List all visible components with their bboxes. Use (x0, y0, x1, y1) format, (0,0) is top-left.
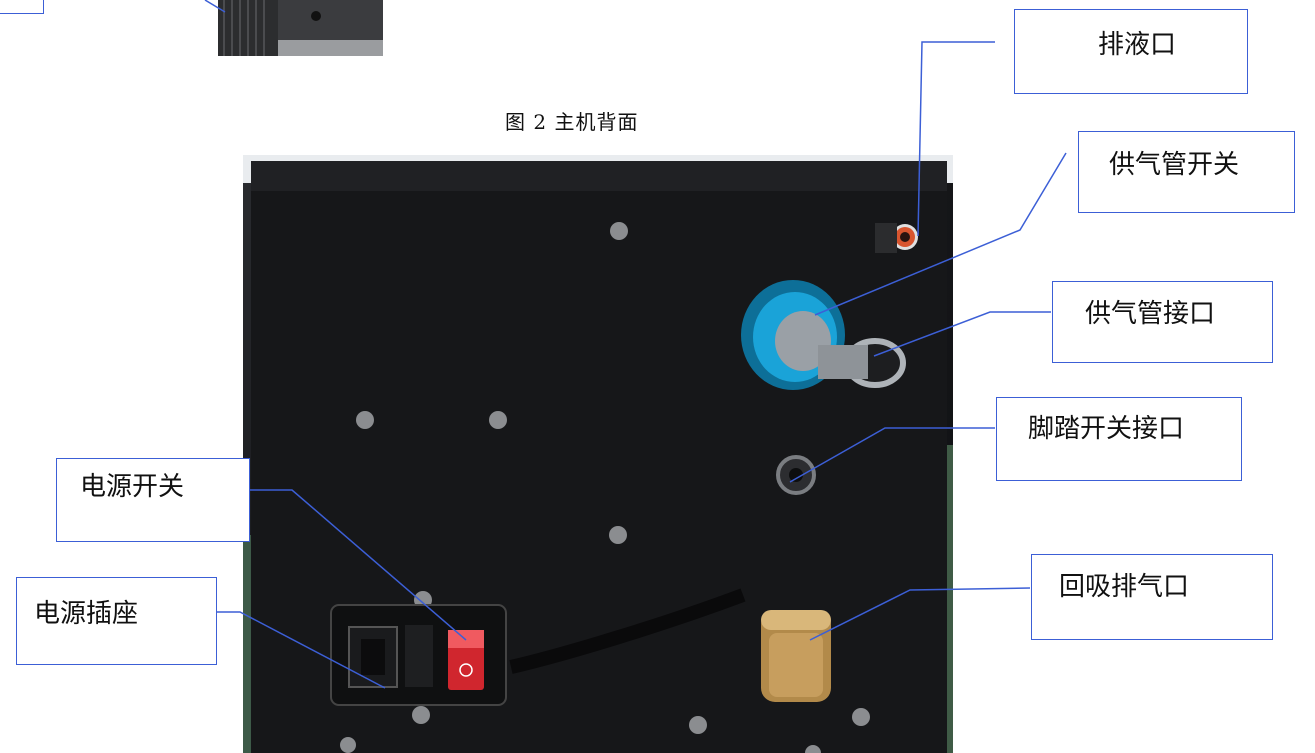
callout-power-switch: 电源开关 (56, 458, 250, 542)
device-back-photo (243, 155, 953, 753)
callout-gas-pipe-port-label: 供气管接口 (1085, 299, 1216, 329)
figure-caption: 图 2 主机背面 (505, 110, 639, 134)
callout-suction-exhaust: 回吸排气口 (1031, 554, 1273, 640)
callout-suction-exhaust-label: 回吸排气口 (1059, 572, 1190, 602)
cropped-callout-box (0, 0, 44, 14)
callout-foot-switch-port: 脚踏开关接口 (996, 397, 1242, 481)
callout-foot-switch-port-label: 脚踏开关接口 (1028, 414, 1185, 444)
callout-drain-port: 排液口 (1014, 9, 1248, 94)
callout-power-socket-label: 电源插座 (34, 599, 139, 629)
callout-gas-pipe-switch-label: 供气管开关 (1109, 150, 1240, 180)
callout-power-socket: 电源插座 (16, 577, 217, 665)
callout-drain-port-label: 排液口 (1098, 30, 1177, 60)
callout-gas-pipe-switch: 供气管开关 (1078, 131, 1295, 213)
callout-power-switch-label: 电源开关 (80, 472, 185, 502)
previous-figure-photo-crop (218, 0, 383, 56)
callout-gas-pipe-port: 供气管接口 (1052, 281, 1273, 363)
